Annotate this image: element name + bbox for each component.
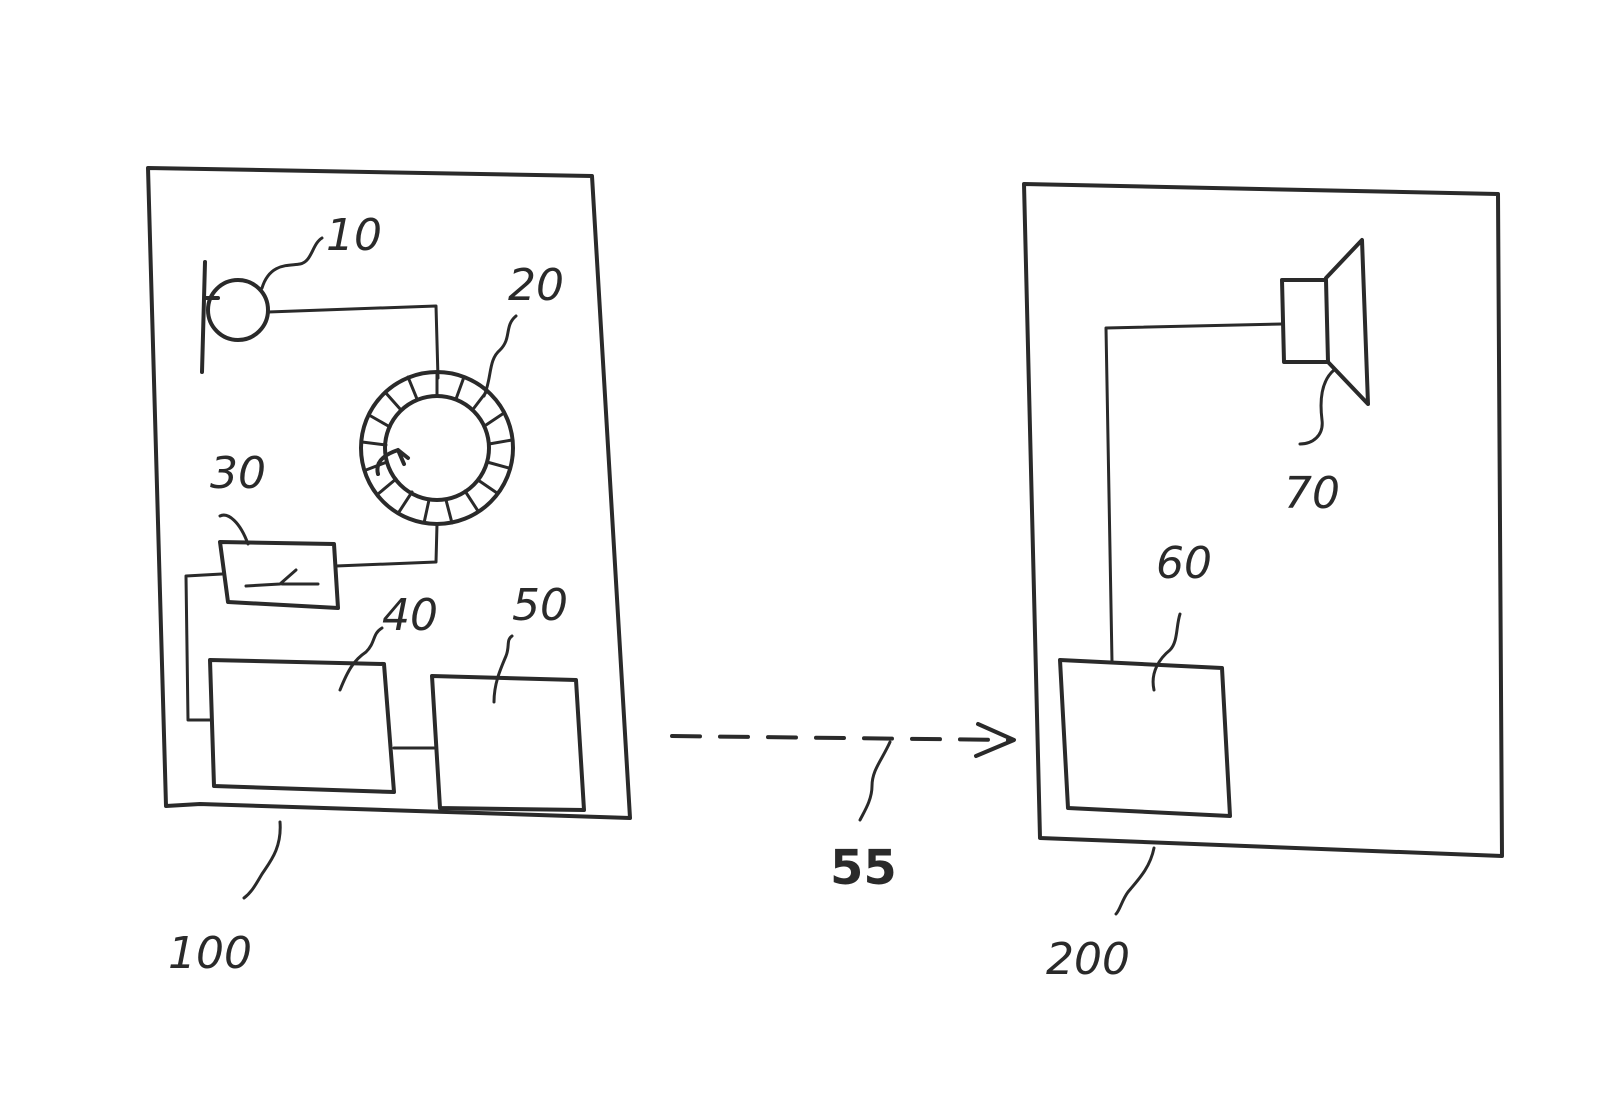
block-60 xyxy=(1060,660,1230,816)
label-30: 30 xyxy=(210,448,266,499)
label-55: 55 xyxy=(830,840,897,896)
wire-mic-coil xyxy=(268,306,438,378)
wire-60-speaker xyxy=(1106,324,1282,662)
leader-100 xyxy=(244,822,280,898)
block-50 xyxy=(432,676,584,810)
label-10: 10 xyxy=(326,210,382,261)
label-20: 20 xyxy=(508,260,564,311)
label-50: 50 xyxy=(512,580,568,631)
microphone-icon xyxy=(202,262,268,372)
switch-icon xyxy=(220,542,338,608)
leader-70 xyxy=(1300,370,1334,444)
label-70: 70 xyxy=(1284,468,1340,519)
leader-10 xyxy=(262,238,322,288)
link-55 xyxy=(672,724,1014,820)
label-100: 100 xyxy=(168,928,252,979)
leader-40 xyxy=(340,628,382,690)
leader-30 xyxy=(220,515,248,544)
leader-20 xyxy=(484,316,516,396)
label-40: 40 xyxy=(382,590,438,641)
leader-200 xyxy=(1116,848,1154,914)
wire-coil-switch xyxy=(336,524,437,566)
wire-switch-40 xyxy=(186,574,222,720)
leader-50 xyxy=(494,636,512,702)
leader-55 xyxy=(860,742,890,820)
device-200-outline xyxy=(1024,184,1502,856)
block-40 xyxy=(210,660,394,792)
device-200 xyxy=(1024,184,1502,914)
label-60: 60 xyxy=(1156,538,1212,589)
dashed-arrow xyxy=(672,736,1010,740)
leader-60 xyxy=(1153,614,1180,690)
label-200: 200 xyxy=(1046,934,1130,985)
coil-icon xyxy=(361,372,513,524)
